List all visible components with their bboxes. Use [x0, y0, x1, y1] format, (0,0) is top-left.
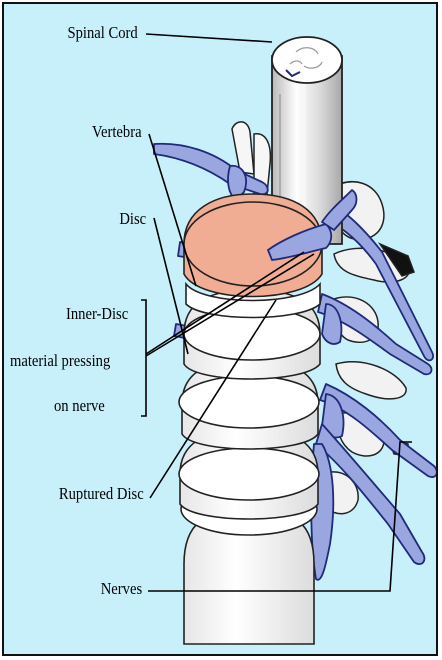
- label-inner-disc-line1: Inner-Disc: [66, 304, 128, 324]
- spine-illustration: [4, 4, 438, 656]
- label-vertebra: Vertebra: [92, 122, 142, 142]
- label-ruptured-disc: Ruptured Disc: [59, 484, 144, 504]
- label-disc: Disc: [119, 209, 146, 229]
- label-spinal-cord: Spinal Cord: [68, 23, 138, 43]
- label-inner-disc-line2: material pressing: [10, 351, 110, 371]
- label-nerves: Nerves: [101, 579, 142, 599]
- diagram-frame: Spinal Cord Vertebra Disc Inner-Disc mat…: [2, 2, 438, 656]
- label-inner-disc-line3: on nerve: [54, 396, 105, 416]
